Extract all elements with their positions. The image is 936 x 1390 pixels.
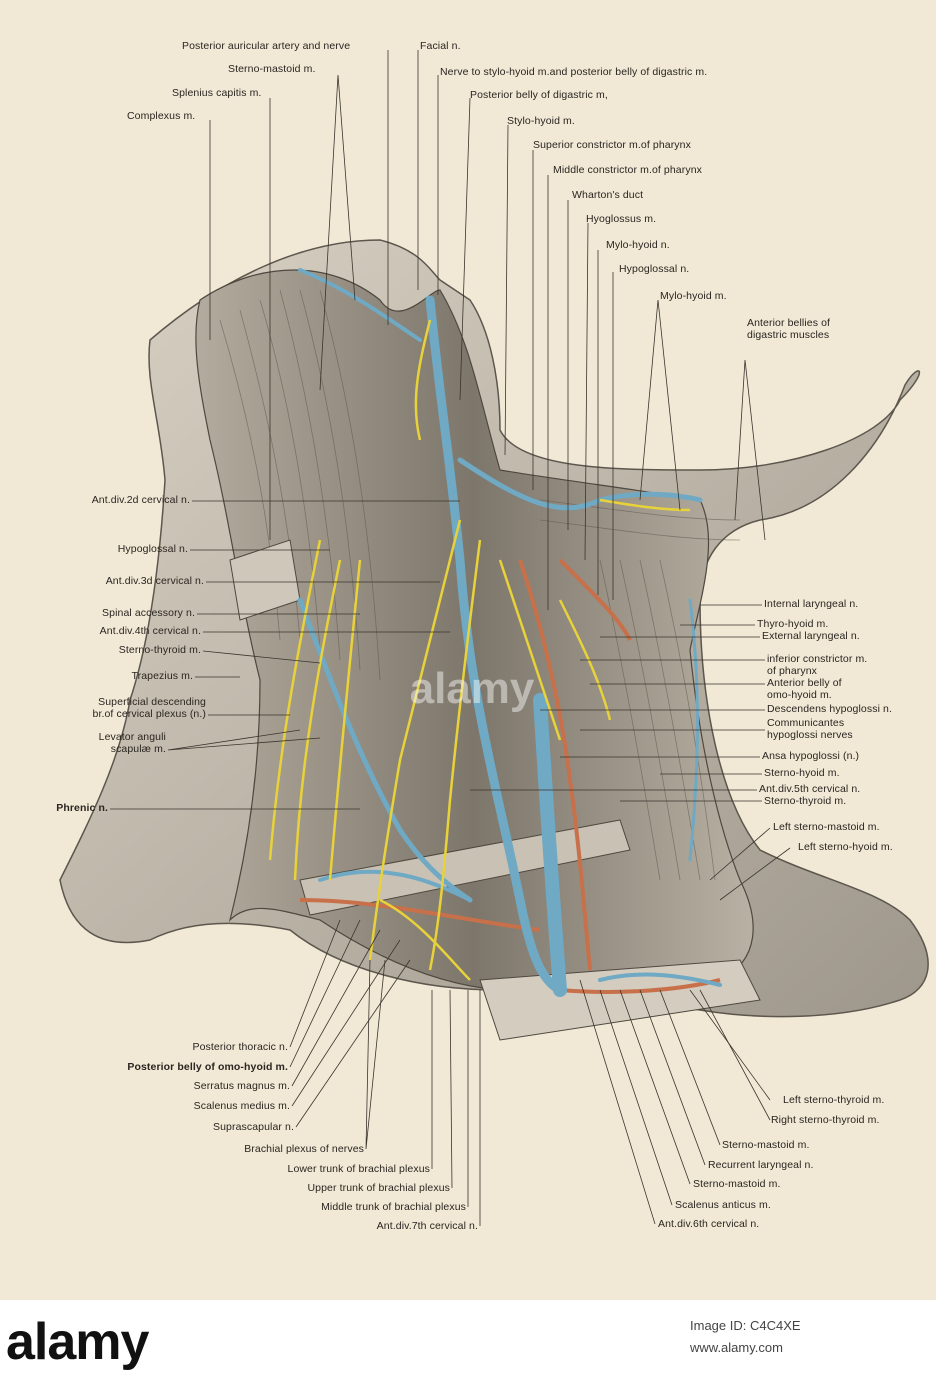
label-upper-trunk: Upper trunk of brachial plexus [307, 1182, 450, 1194]
anatomical-plate: Posterior auricular artery and nerve Fac… [0, 0, 936, 1300]
label-ant-div-2d: Ant.div.2d cervical n. [91, 494, 190, 506]
label-scalenus-medius: Scalenus medius m. [193, 1100, 290, 1112]
label-hyoglossus: Hyoglossus m. [586, 213, 657, 225]
neck-dissection-illustration [59, 50, 929, 1226]
label-phrenic: Phrenic n. [56, 802, 108, 814]
label-left-sterno-hyoid: Left sterno-hyoid m. [798, 841, 893, 853]
label-serratus-magnus: Serratus magnus m. [193, 1080, 290, 1092]
label-anterior-bellies-digastric: Anterior bellies of digastric muscles [747, 317, 831, 341]
label-spinal-accessory: Spinal accessory n. [102, 607, 195, 619]
label-superior-constrictor: Superior constrictor m.of pharynx [533, 139, 691, 151]
label-external-laryngeal: External laryngeal n. [762, 630, 860, 642]
label-whartons-duct: Wharton's duct [572, 189, 644, 201]
label-sterno-mastoid-bottom-2: Sterno-mastoid m. [693, 1178, 781, 1190]
label-hypoglossal-top: Hypoglossal n. [619, 263, 690, 275]
label-lower-trunk: Lower trunk of brachial plexus [287, 1163, 430, 1175]
label-sterno-thyroid-right: Sterno-thyroid m. [764, 795, 847, 807]
nerves [268, 319, 691, 981]
label-scalenus-anticus: Scalenus anticus m. [675, 1199, 771, 1211]
label-stylo-hyoid: Stylo-hyoid m. [507, 115, 575, 127]
label-sterno-thyroid-left: Sterno-thyroid m. [118, 644, 201, 656]
label-anterior-belly-omohyoid: Anterior belly of omo-hyoid m. [767, 677, 842, 701]
label-left-sterno-thyroid: Left sterno-thyroid m. [783, 1094, 885, 1106]
footer-bar [0, 1300, 936, 1390]
label-posterior-thoracic: Posterior thoracic n. [192, 1041, 288, 1053]
label-suprascapular: Suprascapular n. [213, 1121, 294, 1133]
label-sterno-mastoid-bottom-1: Sterno-mastoid m. [722, 1139, 810, 1151]
label-thyro-hyoid: Thyro-hyoid m. [757, 618, 829, 630]
footer-url[interactable]: www.alamy.com [690, 1340, 783, 1355]
label-posterior-auricular: Posterior auricular artery and nerve [182, 40, 351, 52]
label-ant-div-5th: Ant.div.5th cervical n. [759, 783, 861, 795]
label-ant-div-3d: Ant.div.3d cervical n. [105, 575, 204, 587]
label-facial-nerve: Facial n. [420, 40, 461, 52]
label-ant-div-4th: Ant.div.4th cervical n. [99, 625, 201, 637]
label-hypoglossal-left: Hypoglossal n. [117, 543, 188, 555]
label-mylo-hyoid-nerve: Mylo-hyoid n. [606, 239, 670, 251]
label-brachial-plexus: Brachial plexus of nerves [244, 1143, 364, 1155]
label-levator-anguli: Levator anguli scapulæ m. [98, 731, 166, 755]
label-sterno-mastoid-top: Sterno-mastoid m. [228, 63, 316, 75]
label-posterior-belly-digastric: Posterior belly of digastric m, [470, 89, 608, 101]
label-inferior-constrictor: inferior constrictor m. of pharynx [767, 653, 868, 677]
label-ant-div-6th: Ant.div.6th cervical n. [658, 1218, 760, 1230]
label-complexus: Complexus m. [127, 110, 196, 122]
label-communicantes-hypoglossi: Communicantes hypoglossi nerves [767, 717, 853, 741]
label-posterior-belly-omohyoid: Posterior belly of omo-hyoid m. [127, 1061, 288, 1073]
label-sterno-hyoid-right: Sterno-hyoid m. [764, 767, 840, 779]
label-ant-div-7th: Ant.div.7th cervical n. [376, 1220, 478, 1232]
leader-lines [110, 50, 791, 1226]
footer-logo: alamy [6, 1313, 149, 1371]
label-recurrent-laryngeal: Recurrent laryngeal n. [708, 1159, 814, 1171]
label-descendens-hypoglossi: Descendens hypoglossi n. [767, 703, 892, 715]
label-mylo-hyoid-muscle: Mylo-hyoid m. [660, 290, 727, 302]
label-right-sterno-thyroid: Right sterno-thyroid m. [771, 1114, 880, 1126]
label-internal-laryngeal: Internal laryngeal n. [764, 598, 859, 610]
label-middle-constrictor: Middle constrictor m.of pharynx [553, 164, 702, 176]
label-nerve-to-stylohyoid: Nerve to stylo-hyoid m.and posterior bel… [440, 66, 708, 78]
label-ansa-hypoglossi: Ansa hypoglossi (n.) [762, 750, 860, 762]
watermark-text: alamy [409, 664, 535, 713]
footer-image-id: Image ID: C4C4XE [690, 1318, 801, 1333]
label-trapezius: Trapezius m. [131, 670, 193, 682]
veins [297, 268, 722, 997]
label-splenius-capitis: Splenius capitis m. [172, 87, 262, 99]
label-middle-trunk: Middle trunk of brachial plexus [321, 1201, 466, 1213]
label-left-sterno-mastoid: Left sterno-mastoid m. [773, 821, 880, 833]
label-superficial-descending: Superficial descending br.of cervical pl… [92, 696, 206, 720]
